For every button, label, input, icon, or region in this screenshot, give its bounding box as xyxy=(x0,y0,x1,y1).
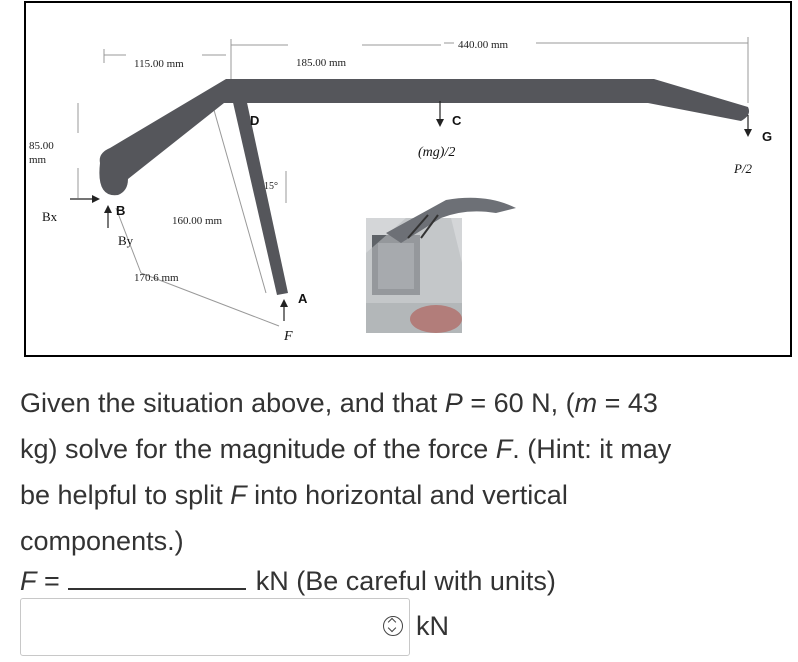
answer-equals: = xyxy=(36,566,60,596)
link-da xyxy=(232,98,288,295)
question-line-3: be helpful to split F into horizontal an… xyxy=(20,480,568,510)
force-f-label: F xyxy=(283,329,293,344)
dim-160: 160.00 mm xyxy=(172,215,223,227)
answer-variable: F xyxy=(20,566,37,596)
dim-440: 440.00 mm xyxy=(458,39,509,51)
point-a-label: A xyxy=(298,291,308,306)
tailgate-beam xyxy=(99,79,750,196)
dim-85-unit: mm xyxy=(29,154,47,166)
point-d-label: D xyxy=(250,113,259,128)
weight-label: (mg)/2 xyxy=(418,145,455,160)
unit-label: kN xyxy=(416,611,449,641)
question-line-2: kg) solve for the magnitude of the force… xyxy=(20,434,672,464)
question-text: Given the situation above, and that P = … xyxy=(20,380,795,564)
car-photo xyxy=(366,197,516,333)
point-g-label: G xyxy=(762,129,772,144)
problem-figure: 115.00 mm 185.00 mm 440.00 mm 85.00 mm 1… xyxy=(24,1,792,357)
stepper-icon[interactable] xyxy=(383,616,403,636)
reaction-bx-label: Bx xyxy=(42,209,58,224)
question-line-1: Given the situation above, and that P = … xyxy=(20,388,658,418)
point-c-label: C xyxy=(452,113,462,128)
dim-115: 115.00 mm xyxy=(134,58,184,70)
angle-15: 15° xyxy=(264,181,278,192)
tailgate-diagram: 115.00 mm 185.00 mm 440.00 mm 85.00 mm 1… xyxy=(29,37,772,344)
load-label: P/2 xyxy=(733,161,753,176)
answer-suffix: kN (Be careful with units) xyxy=(255,566,556,596)
reaction-by-label: By xyxy=(118,233,134,248)
dim-170: 170.6 mm xyxy=(134,272,179,284)
dim-185: 185.00 mm xyxy=(296,57,347,69)
answer-blank xyxy=(67,562,246,590)
dim-85-value: 85.00 xyxy=(29,140,54,152)
point-b-label: B xyxy=(116,203,125,218)
answer-input[interactable] xyxy=(20,598,410,656)
answer-prompt: F = kN (Be careful with units) xyxy=(20,562,556,597)
question-line-4: components.) xyxy=(20,526,184,556)
